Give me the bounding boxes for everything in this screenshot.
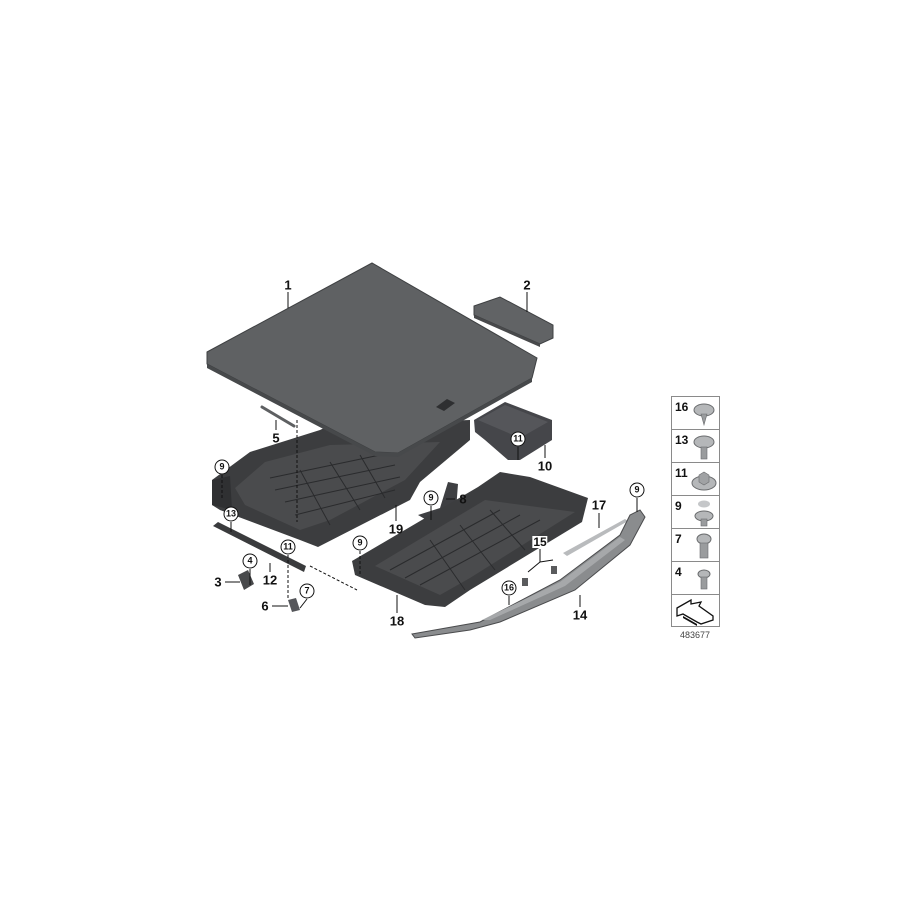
support-rod-5 xyxy=(260,405,296,428)
callout-protective-strip: 17 xyxy=(591,497,607,513)
fastener-legend: 16 13 11 9 7 4 xyxy=(671,396,720,627)
floor-covering-panel-1 xyxy=(206,262,538,457)
callout-floor-tray-rear: 18 xyxy=(389,613,405,629)
storage-lid-2 xyxy=(473,296,554,347)
clip-15a xyxy=(522,578,528,586)
expanding-rivet-icon xyxy=(694,500,714,527)
callout-floor-covering-panel: 1 xyxy=(284,277,292,293)
callout-loading-sill-trim: 14 xyxy=(572,607,588,623)
bracket-3 xyxy=(238,570,254,590)
callout-storage-compartment-lid: 2 xyxy=(523,277,531,293)
callout-bracket: 3 xyxy=(214,574,222,590)
callout-nut: 11 xyxy=(280,539,296,555)
legend-part-number: 13 xyxy=(675,433,689,447)
callout-clip: 9 xyxy=(423,490,439,506)
legend-row xyxy=(672,595,719,628)
callout-screw: 16 xyxy=(501,580,517,596)
callout-holder: 6 xyxy=(261,598,269,614)
legend-row: 13 xyxy=(672,430,719,463)
holder-6 xyxy=(288,598,300,612)
callout-screw: 13 xyxy=(223,506,239,522)
callout-bracket: 8 xyxy=(459,491,467,507)
floor-tray-18 xyxy=(352,472,588,607)
legend-part-number: 4 xyxy=(675,565,682,579)
collar-screw-icon xyxy=(693,435,715,460)
callout-clips: 15 xyxy=(532,535,548,549)
callout-bolt: 7 xyxy=(299,583,315,599)
callout-clip: 9 xyxy=(352,535,368,551)
callout-floor-tray-front: 19 xyxy=(388,521,404,537)
callout-clip: 9 xyxy=(214,459,230,475)
legend-row: 4 xyxy=(672,562,719,595)
leader-lines xyxy=(221,292,638,613)
hex-flange-nut-icon xyxy=(691,471,717,491)
callout-support-rod: 5 xyxy=(272,430,280,446)
legend-part-number: 16 xyxy=(675,400,689,414)
storage-box-10 xyxy=(474,402,552,460)
callout-clip: 9 xyxy=(629,482,645,498)
callout-cross-member: 12 xyxy=(262,572,278,588)
direction-arrow-icon xyxy=(676,598,714,626)
callout-nut: 11 xyxy=(510,431,526,447)
torx-bolt-short-icon xyxy=(697,569,711,590)
legend-row: 7 xyxy=(672,529,719,562)
legend-part-number: 9 xyxy=(675,499,682,513)
clip-15b xyxy=(551,566,557,574)
protective-strip-17 xyxy=(563,519,628,556)
legend-part-number: 11 xyxy=(675,466,688,480)
image-id: 483677 xyxy=(679,630,711,640)
loading-sill-trim-14 xyxy=(411,509,646,639)
self-tapping-screw-icon xyxy=(693,403,715,427)
legend-row: 11 xyxy=(672,463,719,496)
legend-part-number: 7 xyxy=(675,532,682,546)
legend-row: 16 xyxy=(672,397,719,430)
legend-row: 9 xyxy=(672,496,719,529)
callout-storage-box: 10 xyxy=(537,458,553,474)
cross-member-12 xyxy=(213,522,306,572)
torx-bolt-long-icon xyxy=(696,533,712,559)
callout-bolt: 4 xyxy=(242,553,258,569)
